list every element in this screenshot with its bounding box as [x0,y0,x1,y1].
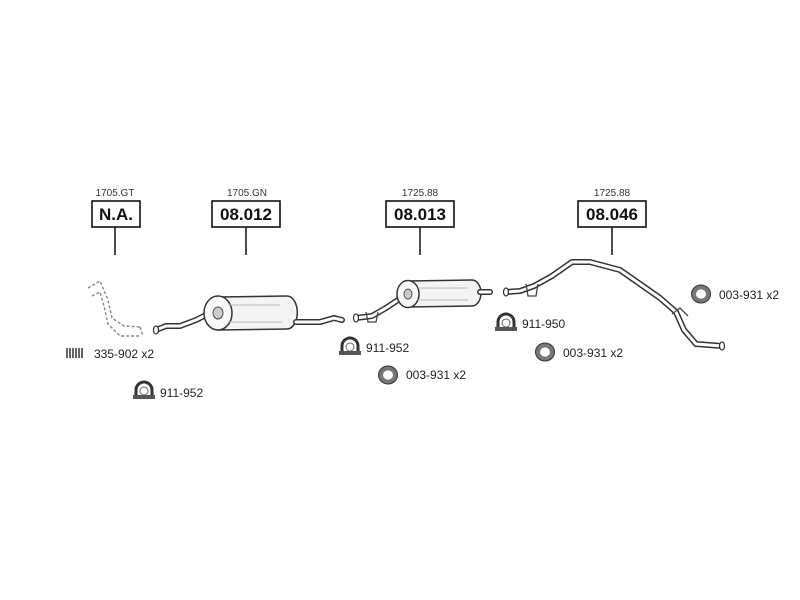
gasket-ring-icon [378,365,398,385]
group-na-code: N.A. [99,205,133,224]
ring-label-c: 003-931 x2 [719,288,779,302]
gasket-ring-icon [691,284,711,304]
group-08046: 1725.88 08.046 911-950 003-931 x2 [495,188,779,362]
u-bolt-clamp-icon [133,380,155,399]
group-08013: 1725.88 08.013 911-952 [339,188,493,385]
group-08012-code: 08.012 [220,205,272,224]
clamp-label-a: 911-952 [160,386,203,400]
group-08046-ref: 1725.88 [594,188,631,199]
group-08013-ref: 1725.88 [402,188,439,199]
group-08012-ref: 1705.GN [227,188,267,199]
rear-silencer[interactable] [352,279,493,323]
clamp-label-b: 911-952 [366,341,409,355]
group-na: 1705.GT N.A. 335-902 x2 911-952 [66,188,203,400]
group-08013-code-box[interactable] [385,200,455,228]
spring-label: 335-902 x2 [94,347,154,361]
tail-pipe[interactable] [502,259,726,351]
gasket-ring-icon [535,342,555,362]
spring-icon [66,348,84,358]
group-na-ref: 1705.GT [96,188,135,199]
group-08012-code-box[interactable] [211,200,281,228]
group-08046-code: 08.046 [586,205,638,224]
u-bolt-clamp-icon [339,336,361,355]
group-08012: 1705.GN 08.012 [152,188,345,335]
u-bolt-clamp-icon [495,312,517,331]
middle-silencer[interactable] [152,295,345,335]
group-08013-code: 08.013 [394,205,446,224]
ring-label-a: 003-931 x2 [406,368,466,382]
ring-label-b: 003-931 x2 [563,346,623,360]
clamp-label-c: 911-950 [522,317,565,331]
group-na-code-box[interactable] [91,200,141,228]
group-08046-code-box[interactable] [577,200,647,228]
front-pipe-dashed[interactable] [87,279,144,337]
